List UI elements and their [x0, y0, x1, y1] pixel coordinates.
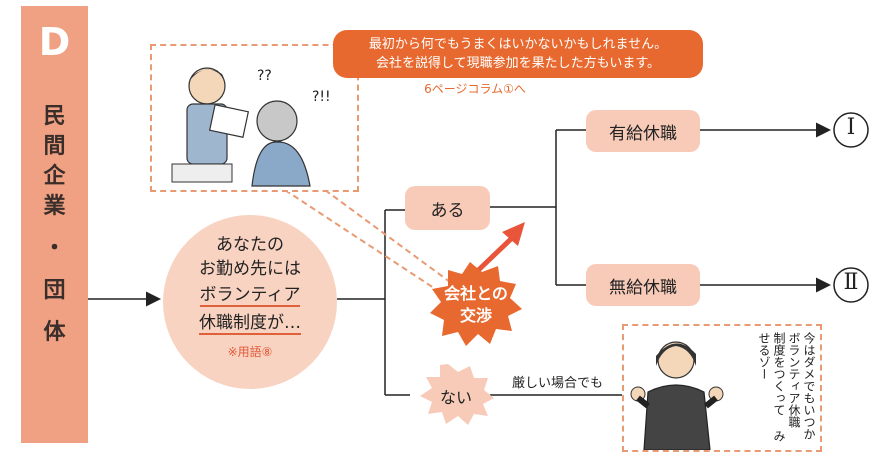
- section-title-char: 間: [43, 134, 66, 159]
- section-title-char: 企: [43, 164, 66, 189]
- svg-text:??: ??: [257, 68, 272, 84]
- section-title-char: ・: [43, 236, 66, 261]
- question-circle: あなたの お勤め先には ボランティア 休職制度が… ※用語⑧: [163, 215, 337, 389]
- character-box: 今はダメでもいつか ボランティア休職 制度をつくって みせるゾー: [622, 324, 822, 452]
- question-line-2: お勤め先には: [199, 259, 301, 279]
- section-title: 民間企業・団体: [21, 102, 88, 348]
- branch-no: ない: [439, 388, 472, 407]
- character-speech: 今はダメでもいつか ボランティア休職 制度をつくって みせるゾー: [757, 332, 816, 442]
- strict-case-label: 厳しい場合でも: [512, 376, 604, 391]
- speech-line-1: 最初から何でもうまくはいかないかもしれません。: [368, 37, 668, 52]
- section-title-char: 民: [43, 104, 66, 129]
- section-title-char: 業: [43, 194, 66, 219]
- speech-line-2: 会社を説得して現職参加を果たした方もいます。: [375, 56, 661, 71]
- column-reference-link[interactable]: 6ページコラム①へ: [424, 82, 526, 96]
- branch-unpaid-leave: 無給休職: [586, 264, 700, 306]
- speech-bubble: 最初から何でもうまくはいかないかもしれません。 会社を説得して現職参加を果たした…: [333, 30, 703, 78]
- branch-yes: ある: [405, 186, 490, 230]
- determined-character-illustration: [630, 341, 724, 450]
- section-title-char: 団: [43, 278, 66, 303]
- glossary-note[interactable]: ※用語⑧: [227, 345, 273, 359]
- section-tab: D 民間企業・団体: [21, 6, 88, 443]
- question-line-3: ボランティア: [199, 285, 301, 307]
- negotiate-label-1: 会社との: [444, 284, 508, 303]
- section-title-char: 体: [43, 320, 66, 345]
- branch-paid-leave: 有給休職: [586, 110, 700, 152]
- office-illustration-box: ?? ?!!: [150, 44, 359, 192]
- result-2-label: Ⅱ: [843, 270, 859, 295]
- svg-text:?!!: ?!!: [312, 89, 331, 105]
- section-letter: D: [38, 20, 71, 64]
- negotiate-label-2: 交渉: [459, 306, 492, 325]
- section-title-text: 民間企業・団体: [21, 102, 88, 348]
- question-line-1: あなたの: [216, 235, 284, 255]
- office-scene-illustration: ?? ?!!: [171, 67, 331, 187]
- negotiate-arrow: [466, 236, 514, 282]
- result-1-label: Ⅰ: [846, 115, 856, 140]
- question-line-4: 休職制度が…: [199, 313, 301, 335]
